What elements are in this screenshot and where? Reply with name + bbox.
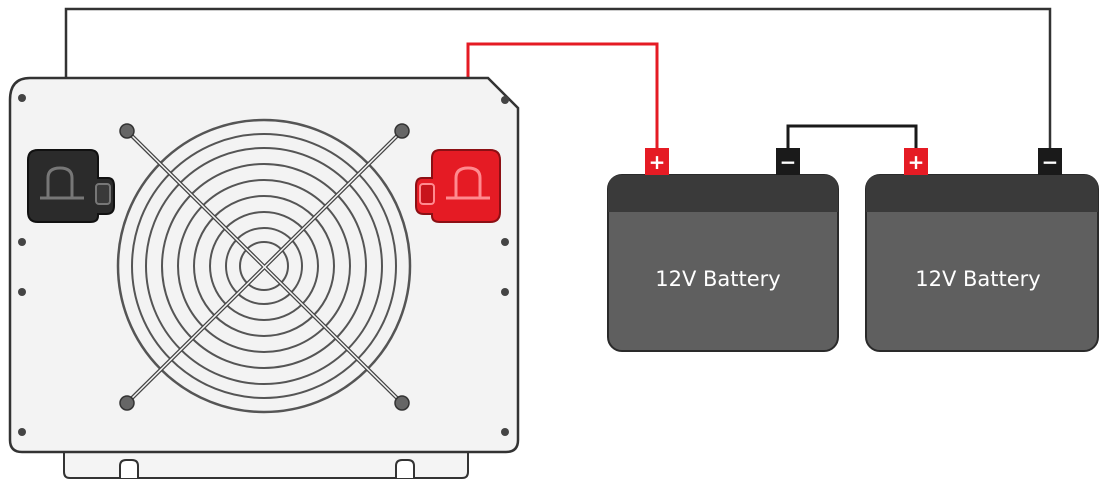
battery-2-positive-terminal xyxy=(904,148,928,175)
battery-1-negative-terminal xyxy=(776,148,800,175)
inverter-screws xyxy=(18,94,509,436)
black-terminal-icon xyxy=(27,149,115,223)
inverter-icon xyxy=(8,76,520,479)
battery-2-label: 12V Battery xyxy=(915,267,1041,291)
inverter-base-notch-left xyxy=(119,459,139,478)
battery-2-negative-sign: − xyxy=(1042,150,1059,174)
battery-2: + − 12V Battery xyxy=(865,148,1099,352)
battery-2-negative-terminal xyxy=(1038,148,1062,175)
series-link-cable xyxy=(786,124,918,148)
battery-1-positive-sign: + xyxy=(649,150,666,174)
battery-1-label: 12V Battery xyxy=(655,267,781,291)
battery-icon xyxy=(865,174,1099,352)
battery-icon xyxy=(607,174,839,352)
battery-1: + − 12V Battery xyxy=(607,148,839,352)
inverter-base-notch-right xyxy=(395,459,415,478)
battery-2-positive-sign: + xyxy=(908,150,925,174)
battery-1-negative-sign: − xyxy=(780,150,797,174)
red-terminal-icon xyxy=(415,149,501,223)
inverter-base xyxy=(63,449,469,479)
fan-grille-icon xyxy=(116,118,412,414)
battery-1-positive-terminal xyxy=(645,148,669,175)
